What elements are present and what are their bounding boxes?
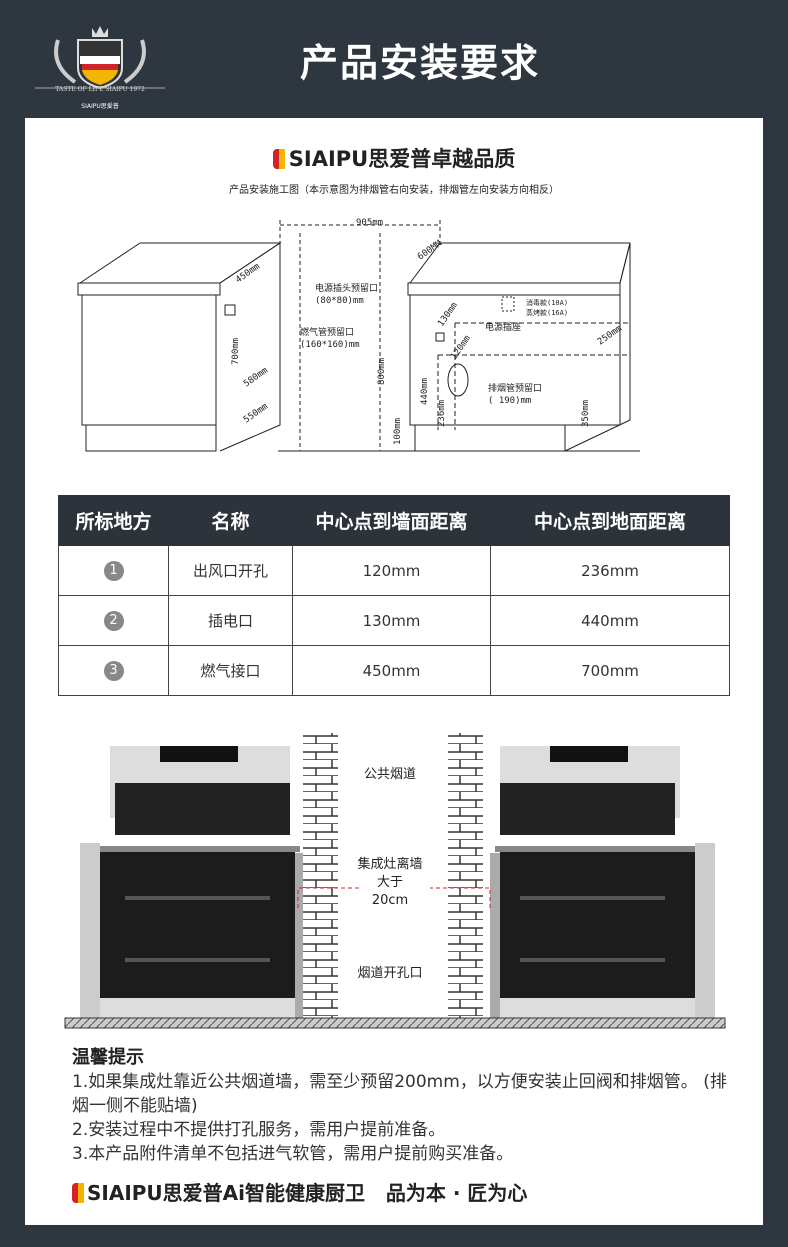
brick-wall-right xyxy=(448,733,483,1018)
dim-700: 700mm xyxy=(231,338,241,365)
dim-905: 905mm xyxy=(356,218,383,228)
tip-item: 1.如果集成灶靠近公共烟道墙，需至少预留200mm，以方便安装止回阀和排烟管。 … xyxy=(72,1072,727,1116)
col-header: 中心点到墙面距离 xyxy=(292,495,491,546)
cell-floor: 700mm xyxy=(490,645,730,696)
diagram-subtitle: 产品安装施工图（本示意图为排烟管右向安装，排烟管左向安装方向相反） xyxy=(229,185,559,196)
slogan: SIAIPU思爱普Ai智能健康厨卫 品为本 · 匠为心 xyxy=(72,1177,527,1206)
svg-text:TASTE OF LIFE SIAIPU 1972: TASTE OF LIFE SIAIPU 1972 xyxy=(55,86,145,93)
brand-mark-icon xyxy=(72,1183,84,1203)
cell-name: 出风口开孔 xyxy=(168,545,293,596)
brick-wall-left xyxy=(303,733,338,1018)
wall-dist-1: 集成灶离墙 xyxy=(357,857,423,872)
svg-text:SIAIPU思爱普: SIAIPU思爱普 xyxy=(81,102,118,110)
table-header: 所标地方 名称 中心点到墙面距离 中心点到地面距离 xyxy=(58,495,730,546)
cell-floor: 236mm xyxy=(490,545,730,596)
dim-236: 236mm xyxy=(437,400,447,427)
gas-hole-label: 燃气管预留口 xyxy=(300,326,354,338)
cell-wall: 130mm xyxy=(292,595,491,646)
page-title: 产品安装要求 xyxy=(299,41,540,85)
socket-label: 电源插座 xyxy=(485,321,521,333)
siaipu-crest-logo: TASTE OF LIFE SIAIPU 1972 SIAIPU思爱普 xyxy=(30,10,170,110)
stove-right xyxy=(490,746,715,1018)
power-hole-size: (80*80)mm xyxy=(315,296,364,306)
cell-name: 燃气接口 xyxy=(168,645,293,696)
slogan-text: SIAIPU思爱普Ai智能健康厨卫 品为本 · 匠为心 xyxy=(87,1181,528,1205)
tips-title: 温馨提示 xyxy=(72,1047,144,1068)
col-header: 中心点到地面距离 xyxy=(490,495,730,546)
flue-opening-label: 烟道开孔口 xyxy=(357,966,423,981)
cell-name: 插电口 xyxy=(168,595,293,646)
row-number: 1 xyxy=(103,561,124,581)
public-flue-label: 公共烟道 xyxy=(363,767,416,782)
cell-floor: 440mm xyxy=(490,595,730,646)
gas-hole-size: (160*160)mm xyxy=(300,340,360,350)
tip-item: 2.安装过程中不提供打孔服务，需用户提前准备。 xyxy=(72,1120,446,1140)
installation-scene xyxy=(64,733,726,1029)
dim-100: 100mm xyxy=(393,418,403,445)
dim-580: 580mm xyxy=(242,366,270,390)
stove-left xyxy=(80,746,305,1018)
socket-b: 蒸烤款(16A) xyxy=(526,308,568,317)
row-number: 3 xyxy=(103,661,124,681)
brand-mark-icon xyxy=(272,149,285,169)
wall-dist-3: 20cm xyxy=(371,893,409,908)
brand-text: SIAIPU思爱普卓越品质 xyxy=(288,147,516,171)
dim-800: 800mm xyxy=(377,358,387,385)
dim-440: 440mm xyxy=(420,378,430,405)
power-hole-label: 电源插头预留口 xyxy=(315,282,378,294)
dim-550: 550mm xyxy=(242,402,270,426)
cell-wall: 450mm xyxy=(292,645,491,696)
cell-wall: 120mm xyxy=(292,545,491,596)
flue-hole-size: ( 190)mm xyxy=(488,396,531,406)
tip-item: 3.本产品附件清单不包括进气软管，需用户提前购买准备。 xyxy=(72,1144,514,1164)
dim-350: 350mm xyxy=(581,400,591,427)
row-number: 2 xyxy=(103,611,124,631)
wall-distance-label: 集成灶离墙大于 20cm xyxy=(345,856,435,910)
wall-dist-2: 大于 xyxy=(376,875,403,890)
col-header: 所标地方 xyxy=(58,495,169,546)
socket-a: 消毒款(10A) xyxy=(526,298,568,307)
brand-line: SIAIPU思爱普卓越品质 xyxy=(0,143,788,173)
col-header: 名称 xyxy=(168,495,293,546)
installation-diagram: 905mm 600MM 450mm 700mm 580mm 550mm 电源插头… xyxy=(77,218,640,452)
tips-section: 温馨提示 1.如果集成灶靠近公共烟道墙，需至少预留200mm，以方便安装止回阀和… xyxy=(72,1046,742,1166)
flue-hole-label: 排烟管预留口 xyxy=(488,382,542,394)
